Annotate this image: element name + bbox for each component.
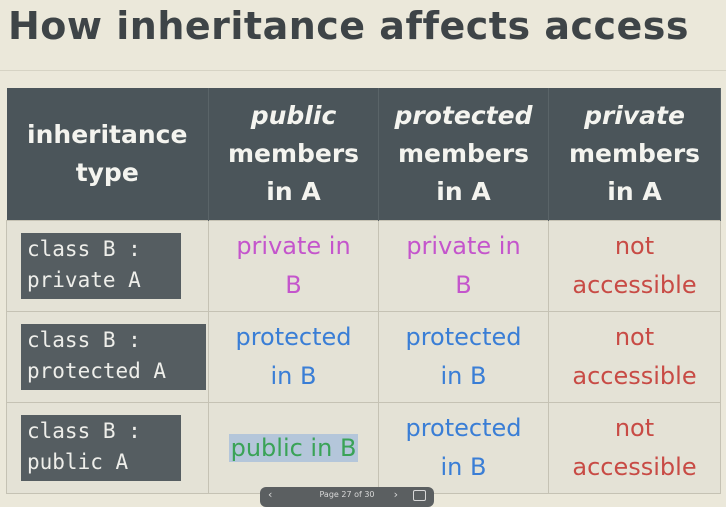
header-line: in A (266, 177, 321, 206)
cell-line: in B (270, 362, 317, 390)
header-line: inheritance (27, 120, 188, 149)
table-row: class B : protected A protected in B pro… (6, 311, 721, 403)
table-row: class B : public A public in B protected… (6, 402, 721, 494)
cell-line: protected (405, 414, 522, 442)
header-line: protected (394, 101, 533, 130)
cell-line: not (614, 232, 655, 260)
code-line: protected A (27, 359, 167, 383)
code-block: class B : public A (21, 415, 181, 481)
highlighted-text: public in B (228, 433, 359, 462)
title-divider (0, 70, 726, 71)
private-access-cell: not accessible (548, 402, 721, 494)
cell-line: accessible (572, 271, 697, 299)
cell-line: protected (235, 323, 352, 351)
header-line: private (584, 101, 685, 130)
cell-line: B (455, 271, 472, 299)
inheritance-type-cell: class B : protected A (6, 311, 209, 403)
header-line: members (227, 139, 360, 168)
private-access-cell: not accessible (548, 311, 721, 403)
pdf-viewer-toolbar: ‹ Page 27 of 30 › (260, 487, 434, 507)
cell-line: in B (440, 362, 487, 390)
inheritance-access-table: inheritance type public members in A pro… (6, 88, 721, 494)
code-block: class B : private A (21, 233, 181, 299)
header-protected-members: protected members in A (378, 88, 549, 221)
header-line: in A (607, 177, 662, 206)
chevron-right-icon[interactable]: › (393, 488, 398, 501)
slide-title: How inheritance affects access (8, 4, 690, 48)
table-row: class B : private A private in B private… (6, 220, 721, 312)
public-access-cell: public in B (208, 402, 379, 494)
code-line: public A (27, 450, 129, 474)
header-line: members (568, 139, 701, 168)
code-block: class B : protected A (21, 324, 207, 390)
window-icon[interactable] (413, 490, 426, 501)
chevron-left-icon[interactable]: ‹ (268, 488, 273, 501)
cell-line: private in (236, 232, 351, 260)
cell-line: private in (406, 232, 521, 260)
cell-line: protected (405, 323, 522, 351)
header-line: type (75, 158, 139, 187)
protected-access-cell: private in B (378, 220, 549, 312)
public-access-cell: private in B (208, 220, 379, 312)
cell-line: accessible (572, 362, 697, 390)
header-private-members: private members in A (548, 88, 721, 221)
code-line: class B : (27, 237, 141, 261)
header-inheritance-type: inheritance type (6, 88, 209, 221)
public-access-cell: protected in B (208, 311, 379, 403)
code-line: class B : (27, 328, 141, 352)
cell-line: not (614, 414, 655, 442)
header-row: inheritance type public members in A pro… (6, 88, 721, 221)
inheritance-type-cell: class B : private A (6, 220, 209, 312)
header-public-members: public members in A (208, 88, 379, 221)
inheritance-type-cell: class B : public A (6, 402, 209, 494)
code-line: private A (27, 268, 141, 292)
cell-line: in B (440, 453, 487, 481)
header-line: public (250, 101, 337, 130)
private-access-cell: not accessible (548, 220, 721, 312)
cell-line: B (285, 271, 302, 299)
header-line: in A (436, 177, 491, 206)
code-line: class B : (27, 419, 141, 443)
cell-line: accessible (572, 453, 697, 481)
protected-access-cell: protected in B (378, 402, 549, 494)
protected-access-cell: protected in B (378, 311, 549, 403)
page-indicator: Page 27 of 30 (319, 490, 375, 499)
header-line: members (397, 139, 530, 168)
cell-line: not (614, 323, 655, 351)
